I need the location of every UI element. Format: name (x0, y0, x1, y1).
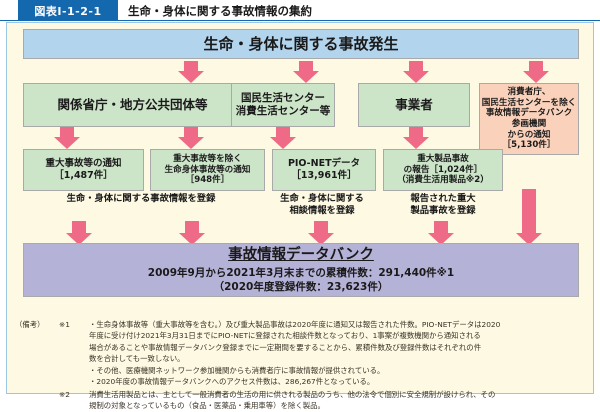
databank-line1: 2009年9月から2021年3月末までの累積件数：291,440件※1 (147, 267, 455, 280)
arrow-down-5 (54, 127, 80, 149)
report-nonserious-line2: 生命身体事故等の通知 (164, 164, 251, 175)
footnote-row-2: ※2 消費生活用製品とは、主として一般消費者の生活の用に供される製品のうち、他の… (15, 389, 595, 400)
report-product-line2: の報告［1,024件］ (403, 164, 483, 175)
caption-register-consultation-info: 生命・身体に関する 相談情報を登録 (263, 193, 381, 217)
databank-partners-line4: 参画機関 (511, 119, 547, 129)
flow-header-box: 生命・身体に関する事故発生 (23, 29, 579, 59)
caption-1-line1: 生命・身体に関する事故情報を登録 (66, 193, 216, 204)
arrow-down-11 (307, 221, 335, 245)
databank-partners-line2: 国民生活センターを除く (481, 97, 577, 108)
arrow-down-8 (403, 127, 429, 149)
arrow-down-10 (178, 221, 206, 245)
footnote-row-1: （備考） ※1 ・生命身体事故等（重大事故等を含む。）及び重大製品事故は2020… (15, 319, 595, 330)
databank-partners-line1: 消費者庁、 (507, 86, 551, 97)
arrow-down-4 (523, 61, 549, 83)
footnote-mark-2: ※2 (59, 389, 70, 399)
caption-2-line2: 相談情報を登録 (289, 205, 355, 217)
arrow-down-7 (270, 127, 296, 149)
footnote-3-line1: ・2020年度の事故情報データバンクへのアクセス件数は、286,267件となって… (89, 377, 375, 387)
source-box-consumer-centers-line2: 消費生活センター等 (235, 105, 331, 117)
databank-partners-line5: からの通知 (507, 129, 551, 140)
footnote-2-line1: ・その他、医療機関ネットワーク参加機関からも消費者庁に事故情報が提供されている。 (89, 365, 385, 375)
figure-title: 生命・身体に関する事故情報の集約 (128, 3, 312, 18)
report-pionet-line2: ［13,961件］ (291, 170, 357, 181)
footnote-1-line2: 年度に受け付け2021年3月31日までにPIO-NETに登録された相談件数となっ… (89, 331, 481, 341)
caption-register-accident-info: 生命・身体に関する事故情報を登録 (21, 193, 261, 205)
arrow-down-12 (427, 221, 455, 245)
arrow-down-6 (178, 127, 204, 149)
caption-3-line1: 報告された重大 (410, 193, 476, 204)
report-product-line3: （消費生活用製品※2） (397, 175, 489, 186)
arrow-down-13 (515, 189, 543, 245)
source-box-consumer-centers-line1: 国民生活センター (241, 91, 325, 104)
databank-line2: （2020年度登録件数：23,623件） (213, 280, 389, 293)
source-box-consumer-centers: 国民生活センター 消費生活センター等 (231, 83, 335, 127)
diagram-panel: 生命・身体に関する事故発生 関係省庁・地方公共団体等 国民生活センター 消費生活… (6, 22, 594, 410)
footnote-1-line1: ・生命身体事故等（重大事故等を含む。）及び重大製品事故は2020年度に通知又は報… (89, 320, 501, 329)
figure-number-badge: 図表Ⅰ-1-2-1 (18, 0, 118, 21)
footnote-1-line3: 場合があることや事故情報データバンク登録までに一定期間を要することから、累積件数… (89, 342, 482, 352)
footnote-1-line4: 数を合計しても一致しない。 (89, 354, 185, 364)
databank-partners-line3: 事故情報データバンク (485, 108, 573, 119)
caption-register-product-accidents: 報告された重大 製品事故を登録 (384, 193, 502, 217)
source-box-databank-partners: 消費者庁、 国民生活センターを除く 事故情報データバンク 参画機関 からの通知 … (479, 83, 579, 155)
report-box-pionet: PIO-NETデータ ［13,961件］ (272, 149, 376, 191)
caption-3-line2: 製品事故を登録 (410, 205, 476, 217)
databank-box: 事故情報データバンク 2009年9月から2021年3月末までの累積件数：291,… (23, 243, 579, 297)
report-serious-line2: ［1,487件］ (54, 170, 113, 181)
report-product-line1: 重大製品事故 (417, 153, 469, 164)
source-box-ministries: 関係省庁・地方公共団体等 (23, 83, 242, 127)
arrow-down-3 (403, 61, 429, 83)
footnote-remarks-label: （備考） (15, 320, 45, 329)
arrow-down-1 (178, 61, 204, 83)
report-box-product-accidents: 重大製品事故 の報告［1,024件］ （消費生活用製品※2） (383, 149, 503, 191)
report-serious-line1: 重大事故等の通知 (45, 158, 122, 170)
footnotes: （備考） ※1 ・生命身体事故等（重大事故等を含む。）及び重大製品事故は2020… (15, 319, 595, 412)
figure-titlebar: 図表Ⅰ-1-2-1 生命・身体に関する事故情報の集約 (0, 0, 600, 21)
caption-2-line1: 生命・身体に関する (280, 193, 364, 204)
databank-title: 事故情報データバンク (228, 247, 374, 264)
footnote-mark-1: ※1 (59, 320, 70, 329)
report-pionet-line1: PIO-NETデータ (287, 158, 361, 170)
source-box-business: 事業者 (358, 83, 470, 127)
report-nonserious-line1: 重大事故等を除く (173, 153, 242, 164)
footnote-4-line2: 規制の対象となっているもの（食品・医薬品・乗用車等）を除く製品。 (89, 401, 325, 411)
arrow-down-9 (65, 221, 93, 245)
report-nonserious-line3: ［948件］ (185, 175, 230, 186)
report-box-nonserious-accidents: 重大事故等を除く 生命身体事故等の通知 ［948件］ (150, 149, 265, 191)
title-divider (0, 20, 600, 21)
databank-partners-line6: ［5,130件］ (502, 140, 556, 151)
report-box-serious-accidents: 重大事故等の通知 ［1,487件］ (23, 149, 144, 191)
footnote-4-line1: 消費生活用製品とは、主として一般消費者の生活の用に供される製品のうち、他の法令で… (89, 389, 496, 399)
arrow-down-2 (293, 61, 319, 83)
